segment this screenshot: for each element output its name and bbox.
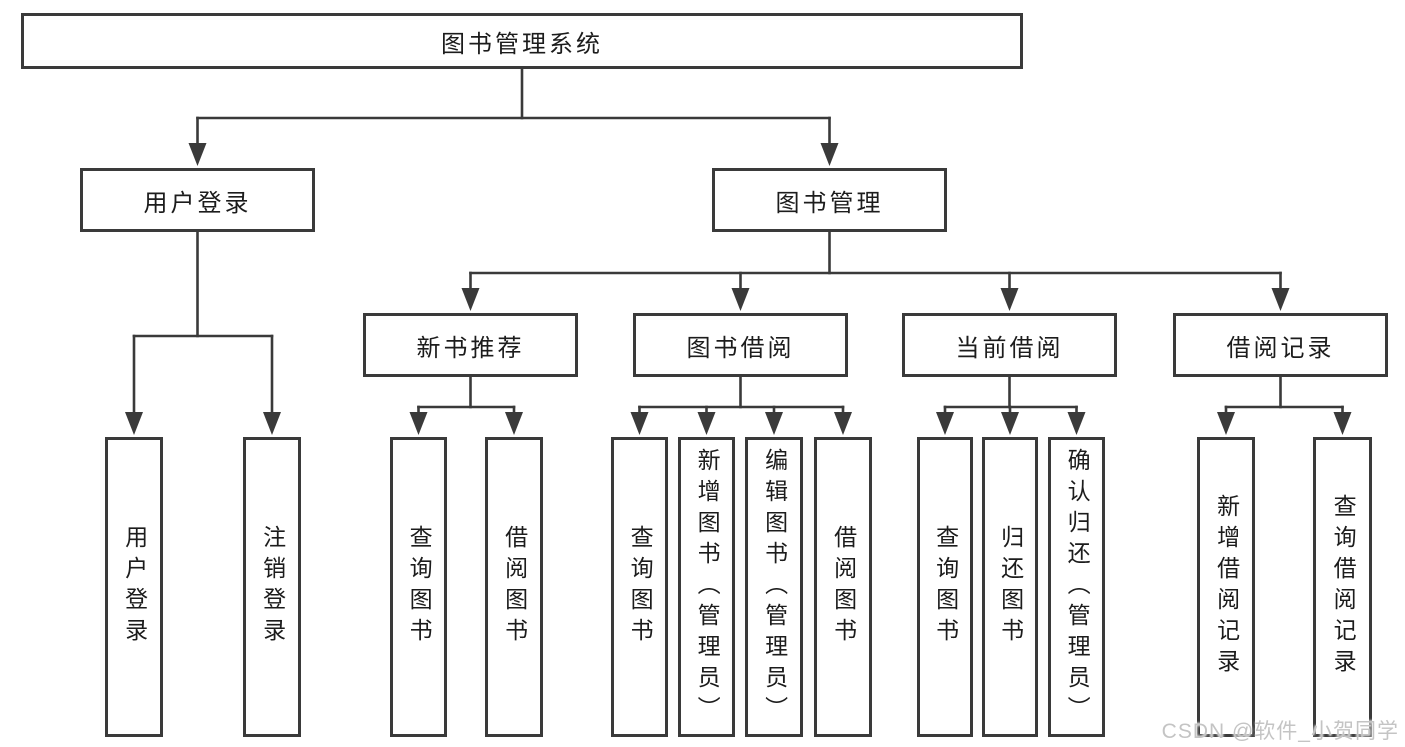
connector-root [188, 67, 839, 166]
node-label: 新增借阅记录 [1213, 494, 1240, 680]
node-label: 查询图书 [932, 525, 959, 649]
node-current-borrow: 当前借阅 [902, 313, 1117, 377]
node-leaf-confirm-return: 确认归还（管理员） [1048, 437, 1105, 737]
node-label: 借阅图书 [501, 525, 528, 649]
node-label: 借阅图书 [830, 525, 857, 649]
node-label: 查询图书 [406, 525, 433, 649]
node-label: 图书借阅 [686, 334, 795, 362]
node-label: 确认归还（管理员） [1064, 447, 1091, 727]
connector-book-borrow [630, 375, 852, 435]
node-leaf-logout: 注销登录 [243, 437, 301, 737]
node-label: 借阅记录 [1226, 334, 1335, 362]
node-label: 新增图书（管理员） [694, 447, 721, 727]
node-book-borrow: 图书借阅 [633, 313, 848, 377]
watermark: CSDN @软件_小贺同学 [1161, 720, 1399, 743]
node-label: 图书管理 [775, 189, 884, 217]
node-label: 查询借阅记录 [1330, 494, 1357, 680]
node-label: 编辑图书（管理员） [761, 447, 788, 727]
node-leaf-add-books: 新增图书（管理员） [678, 437, 735, 737]
connector-book-mgmt [461, 230, 1290, 311]
node-new-book-rec: 新书推荐 [363, 313, 578, 377]
node-leaf-query-books-2: 查询图书 [611, 437, 668, 737]
node-leaf-query-books-1: 查询图书 [390, 437, 447, 737]
node-label: 图书管理系统 [441, 30, 603, 58]
node-leaf-query-record: 查询借阅记录 [1313, 437, 1372, 737]
node-leaf-borrow-books-1: 借阅图书 [485, 437, 543, 737]
node-user-login: 用户登录 [80, 168, 315, 232]
node-leaf-add-record: 新增借阅记录 [1197, 437, 1255, 737]
node-label: 新书推荐 [416, 334, 525, 362]
connector-borrow-record [1217, 375, 1352, 435]
node-leaf-query-books-3: 查询图书 [917, 437, 973, 737]
connector-current-borrow [936, 375, 1086, 435]
node-label: 当前借阅 [955, 334, 1064, 362]
connector-user-login [125, 230, 281, 435]
node-root: 图书管理系统 [21, 13, 1023, 69]
node-leaf-edit-books: 编辑图书（管理员） [745, 437, 803, 737]
node-label: 用户登录 [143, 189, 252, 217]
node-book-mgmt: 图书管理 [712, 168, 947, 232]
node-leaf-return-books: 归还图书 [982, 437, 1038, 737]
connector-new-book-rec [409, 375, 523, 435]
node-label: 注销登录 [259, 525, 286, 649]
node-borrow-record: 借阅记录 [1173, 313, 1388, 377]
node-leaf-user-login: 用户登录 [105, 437, 163, 737]
node-leaf-borrow-books-2: 借阅图书 [814, 437, 872, 737]
node-label: 归还图书 [997, 525, 1024, 649]
node-label: 查询图书 [627, 525, 654, 649]
node-label: 用户登录 [121, 525, 148, 649]
